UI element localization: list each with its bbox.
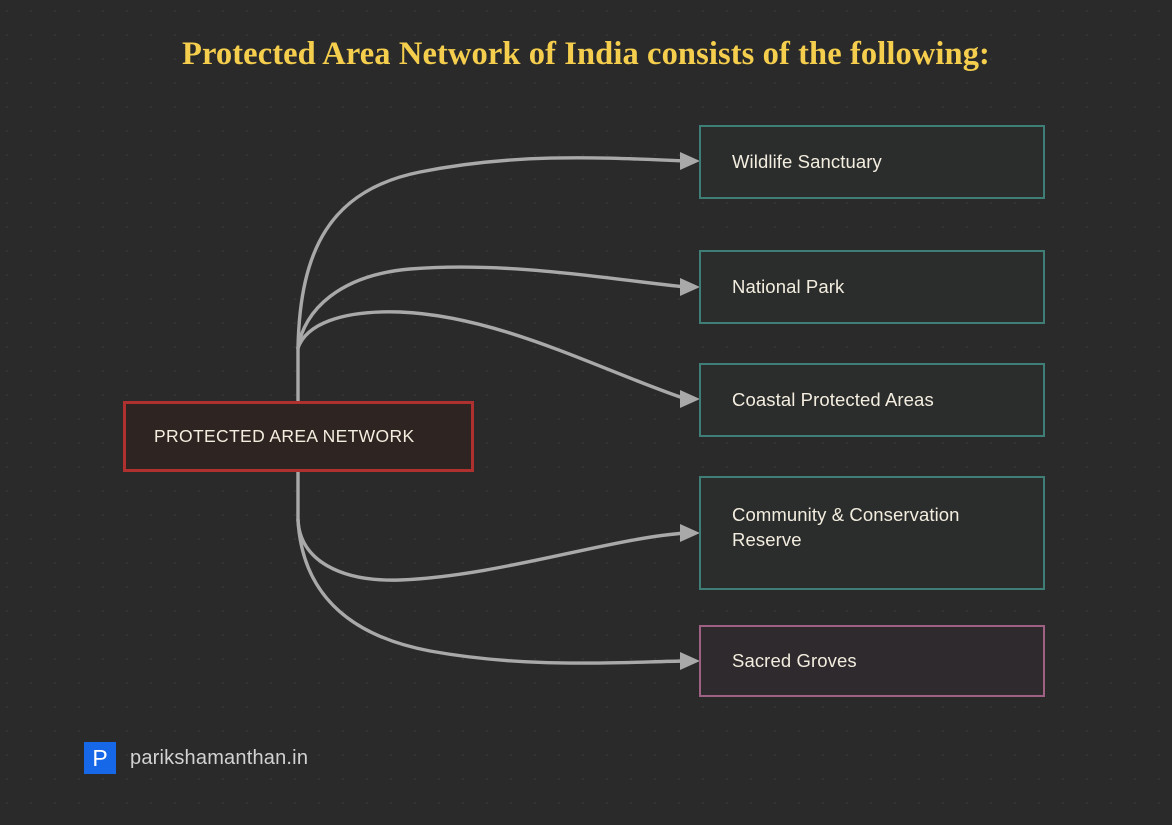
arrowhead-sacred-groves bbox=[680, 652, 700, 670]
node-wildlife-sanctuary[interactable]: Wildlife Sanctuary bbox=[699, 125, 1045, 199]
arrowhead-coastal-protected-areas bbox=[680, 390, 700, 408]
connector-to-sacred-groves bbox=[296, 518, 688, 665]
brand-logo-icon: P bbox=[84, 742, 116, 774]
arrowhead-wildlife-sanctuary bbox=[680, 152, 700, 170]
watermark-text: parikshamanthan.in bbox=[130, 746, 309, 769]
connector-to-wildlife-sanctuary bbox=[296, 156, 688, 350]
node-label: PROTECTED AREA NETWORK bbox=[154, 425, 415, 446]
node-protected-area-network[interactable]: PROTECTED AREA NETWORK bbox=[123, 401, 474, 472]
arrowhead-national-park bbox=[680, 278, 700, 296]
node-label: National Park bbox=[732, 275, 845, 297]
watermark: P parikshamanthan.in bbox=[84, 742, 308, 774]
connector-to-national-park bbox=[296, 265, 688, 350]
node-label: Wildlife Sanctuary bbox=[732, 150, 882, 172]
node-label: Coastal Protected Areas bbox=[732, 388, 934, 410]
connector-to-community-conservation-reserve bbox=[296, 518, 688, 582]
node-national-park[interactable]: National Park bbox=[699, 250, 1045, 324]
page-title: Protected Area Network of India consists… bbox=[182, 36, 990, 72]
node-coastal-protected-areas[interactable]: Coastal Protected Areas bbox=[699, 363, 1045, 437]
connector-to-coastal-protected-areas bbox=[296, 310, 688, 401]
node-sacred-groves[interactable]: Sacred Groves bbox=[699, 625, 1045, 697]
node-community-conservation-reserve[interactable]: Community & Conservation Reserve bbox=[699, 476, 1045, 590]
node-label: Community & Conservation Reserve bbox=[732, 504, 960, 550]
arrowhead-community-conservation-reserve bbox=[680, 524, 700, 542]
node-label: Sacred Groves bbox=[732, 649, 857, 671]
